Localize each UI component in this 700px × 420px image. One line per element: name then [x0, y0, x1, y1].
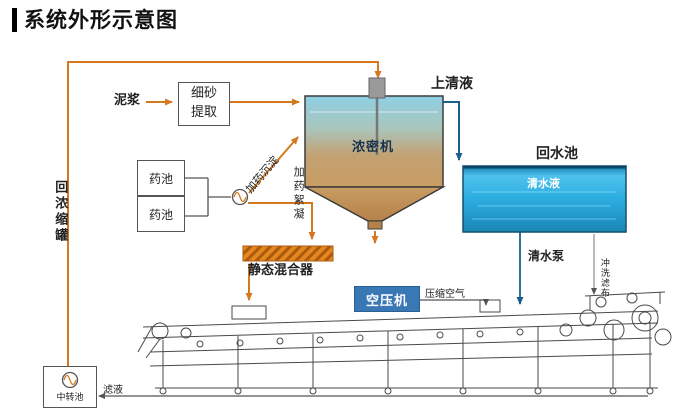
chem-pool-box-1: 药池 — [137, 160, 185, 196]
air-compressor-box: 空压机 — [354, 286, 420, 312]
pipe-supernatant — [443, 101, 463, 161]
sand-extraction-box: 细砂 提取 — [178, 82, 230, 126]
page-title: 系统外形示意图 — [12, 8, 178, 33]
dosing-flocculation-label: 加药絮凝 — [292, 166, 306, 222]
dosing-pump-icon — [231, 188, 249, 206]
compressed-air-label: 压缩空气 — [425, 289, 465, 300]
chem-pool-1-label: 药池 — [148, 171, 173, 186]
return-pool-label: 回水池 — [536, 146, 578, 162]
return-concentrate-tank-label: 回浓缩罐 — [52, 180, 68, 244]
mud-label: 泥浆 — [114, 93, 141, 108]
pipe-compressed-air — [418, 299, 489, 306]
transfer-pool-label: 中转池 — [56, 393, 84, 403]
chem-pool-2-label: 药池 — [148, 207, 173, 222]
air-compressor-label: 空压机 — [365, 293, 408, 309]
thickener-motor — [368, 77, 386, 99]
sand-extraction-label-line2: 提取 — [190, 105, 217, 120]
supernatant-label: 上清液 — [431, 76, 473, 92]
flush-water-label: 冲洗滤布 — [598, 258, 609, 298]
transfer-pool-box: 中转池 — [43, 366, 97, 408]
transfer-pump-icon — [61, 371, 79, 389]
thickener-label: 浓密机 — [352, 140, 395, 155]
chem-pool-connectors — [183, 177, 231, 217]
return-pool-shape — [462, 165, 627, 233]
filtrate-label: 滤液 — [103, 385, 123, 396]
belt-filter-press — [137, 291, 672, 395]
pipe-dosing-flocculation — [248, 202, 316, 240]
sand-extraction-label-line1: 细砂 — [190, 86, 217, 102]
static-mixer-shape — [242, 245, 334, 262]
pipe-return-loop — [67, 61, 382, 366]
static-mixer-label: 静态混合器 — [248, 263, 314, 278]
clear-water-label: 清水液 — [527, 177, 560, 190]
pipe-dosing-sedimentation — [248, 136, 299, 194]
clear-water-pump-label: 清水泵 — [528, 249, 565, 263]
thickener-shape — [304, 77, 446, 230]
chem-pool-box-2: 药池 — [137, 196, 185, 232]
